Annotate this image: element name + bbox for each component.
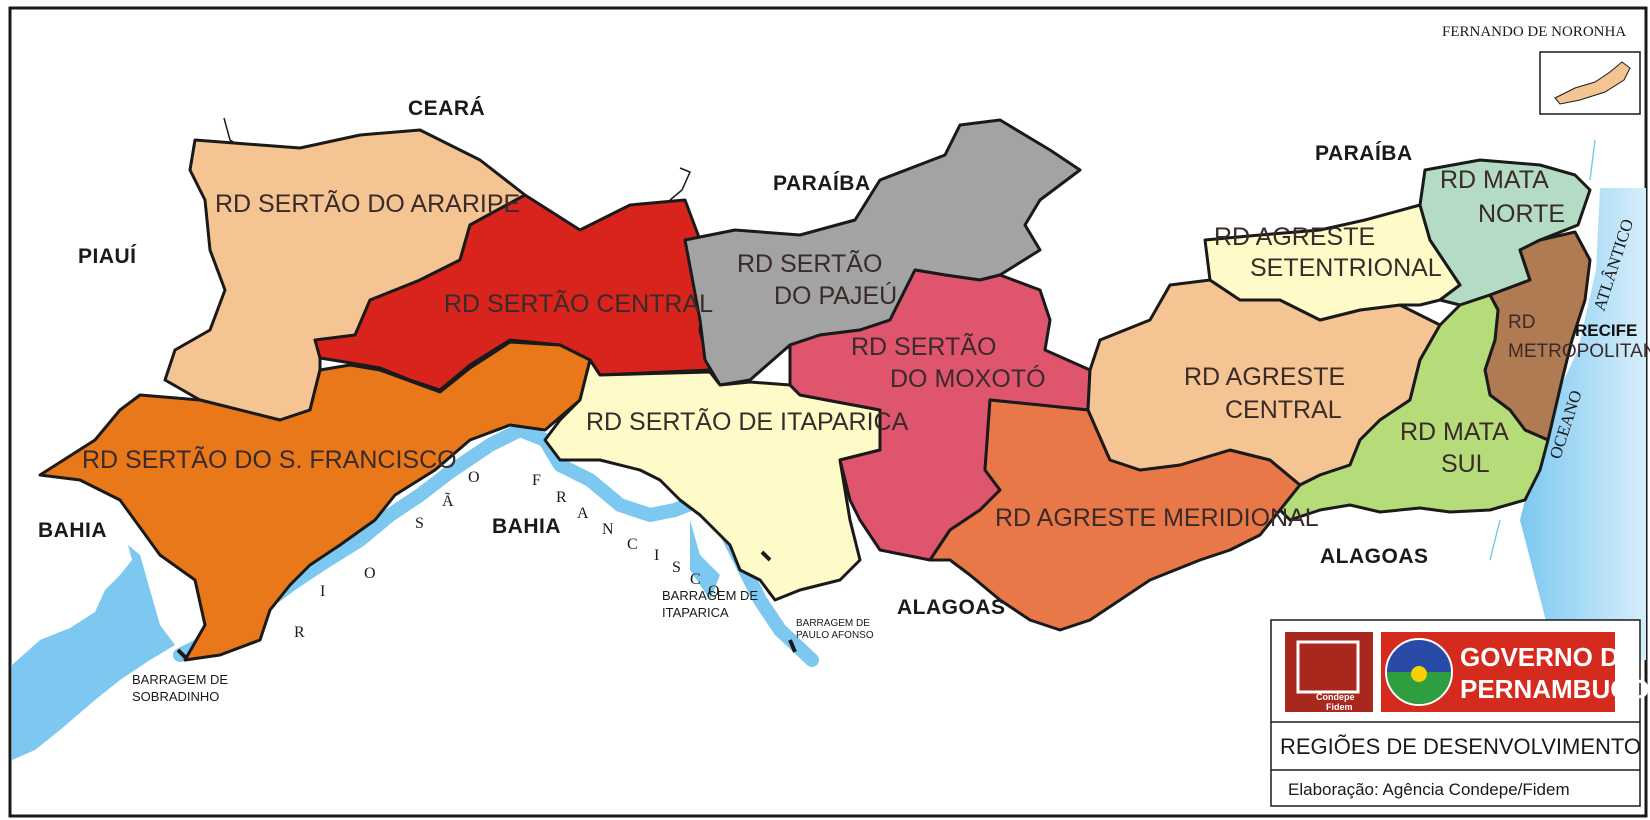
river-letter: R (294, 624, 305, 641)
river-letter: C (690, 571, 701, 588)
label-region-agreste-meridional: RD AGRESTE MERIDIONAL (995, 504, 1319, 532)
label-state-ceara: CEARÁ (408, 97, 485, 120)
label-dam-paulo-afonso-line1: BARRAGEM DE (796, 618, 870, 629)
label-recife: RECIFE (1575, 321, 1637, 340)
label-region-sertao-do-moxoto-line2: DO MOXOTÓ (890, 364, 1046, 393)
river-letter: R (556, 489, 567, 506)
label-region-agreste-central-line2: CENTRAL (1225, 396, 1342, 424)
region-agreste-setentrional (1203, 203, 1462, 322)
label-state-piaui: PIAUÍ (78, 245, 137, 268)
river-letter: Ã (442, 492, 454, 510)
river-letter: N (602, 521, 614, 538)
legend-credit: Elaboração: Agência Condepe/Fidem (1288, 780, 1570, 799)
label-region-mata-norte-line1: RD MATA (1440, 166, 1549, 194)
label-region-mata-sul-line1: RD MATA (1400, 418, 1509, 446)
dam-marker-itaparica (760, 550, 772, 562)
label-dam-itaparica-line1: BARRAGEM DE (662, 588, 758, 603)
inset-title: FERNANDO DE NORONHA (1442, 24, 1626, 40)
label-dam-sobradinho-line2: SOBRADINHO (132, 689, 219, 704)
label-region-metropolitana-line1: RD (1508, 312, 1535, 333)
label-region-sertao-do-moxoto-line1: RD SERTÃO (851, 332, 996, 361)
river-letter: S (672, 559, 681, 576)
river-letter: S (415, 515, 424, 532)
label-region-sertao-central: RD SERTÃO CENTRAL (444, 289, 713, 318)
label-region-mata-norte-line2: NORTE (1478, 200, 1565, 228)
label-region-sertao-do-s-francisco: RD SERTÃO DO S. FRANCISCO (82, 445, 457, 474)
legend-title: REGIÕES DE DESENVOLVIMENTO (1280, 734, 1641, 759)
itaparica-reservoir (690, 520, 720, 600)
region-mata-sul (1278, 293, 1550, 522)
river-letter: I (654, 547, 659, 564)
label-state-paraiba-west: PARAÍBA (773, 172, 871, 195)
region-sertao-de-itaparica (543, 358, 882, 602)
river-letter: O (708, 583, 720, 600)
stream (1589, 139, 1596, 181)
legend: Condepe Fidem GOVERNO DE PERNAMBUCO REGI… (1270, 619, 1649, 807)
river-letter: O (364, 565, 376, 582)
inset-island (1554, 61, 1631, 105)
label-region-mata-sul-line2: SUL (1441, 450, 1490, 478)
label-region-agreste-setentrional-line2: SETENTRIONAL (1250, 254, 1442, 282)
governo-logo-text-line2: PERNAMBUCO (1460, 674, 1649, 704)
stream (669, 167, 692, 201)
river-letter: A (577, 505, 589, 522)
dam-marker-paulo-afonso (788, 639, 797, 653)
river-letter: O (468, 469, 480, 486)
label-state-paraiba-east: PARAÍBA (1315, 142, 1413, 165)
condepe-logo-text-line2: Fidem (1326, 702, 1353, 712)
label-region-agreste-setentrional-line1: RD AGRESTE (1214, 223, 1375, 251)
label-region-metropolitana-line2: METROPOLITANA (1508, 341, 1650, 362)
label-region-sertao-do-pajeu-line1: RD SERTÃO (737, 249, 882, 278)
stream (1489, 519, 1501, 561)
condepe-logo-text-line1: Condepe (1316, 692, 1355, 702)
label-region-sertao-do-pajeu-line2: DO PAJEÚ (774, 281, 897, 310)
river-letter: C (627, 536, 638, 553)
label-region-agreste-central-line1: RD AGRESTE (1184, 363, 1345, 391)
label-state-bahia-center: BAHIA (492, 515, 561, 538)
pernambuco-flag-emblem (1387, 672, 1451, 704)
label-state-alagoas-center: ALAGOAS (897, 596, 1006, 619)
label-dam-paulo-afonso-line2: PAULO AFONSO (796, 630, 874, 641)
region-sertao-do-s-francisco (38, 340, 592, 662)
label-state-bahia-west: BAHIA (38, 519, 107, 542)
condepe-logo-frame (1296, 640, 1360, 694)
sun-icon (1411, 666, 1427, 682)
label-region-sertao-do-araripe: RD SERTÃO DO ARARIPE (215, 189, 520, 218)
sobradinho-reservoir (12, 545, 175, 760)
river-letter: F (532, 472, 541, 489)
region-sertao-do-pajeu (683, 118, 1082, 387)
dam-marker-sobradinho (176, 648, 190, 662)
label-dam-itaparica-line2: ITAPARICA (662, 605, 729, 620)
label-dam-sobradinho-line1: BARRAGEM DE (132, 672, 228, 687)
governo-logo-text-line1: GOVERNO DE (1460, 642, 1636, 672)
label-region-sertao-de-itaparica: RD SERTÃO DE ITAPARICA (586, 407, 909, 436)
ocean-area (1520, 188, 1646, 660)
label-state-alagoas-east: ALAGOAS (1320, 545, 1429, 568)
river-letter: I (320, 583, 325, 600)
